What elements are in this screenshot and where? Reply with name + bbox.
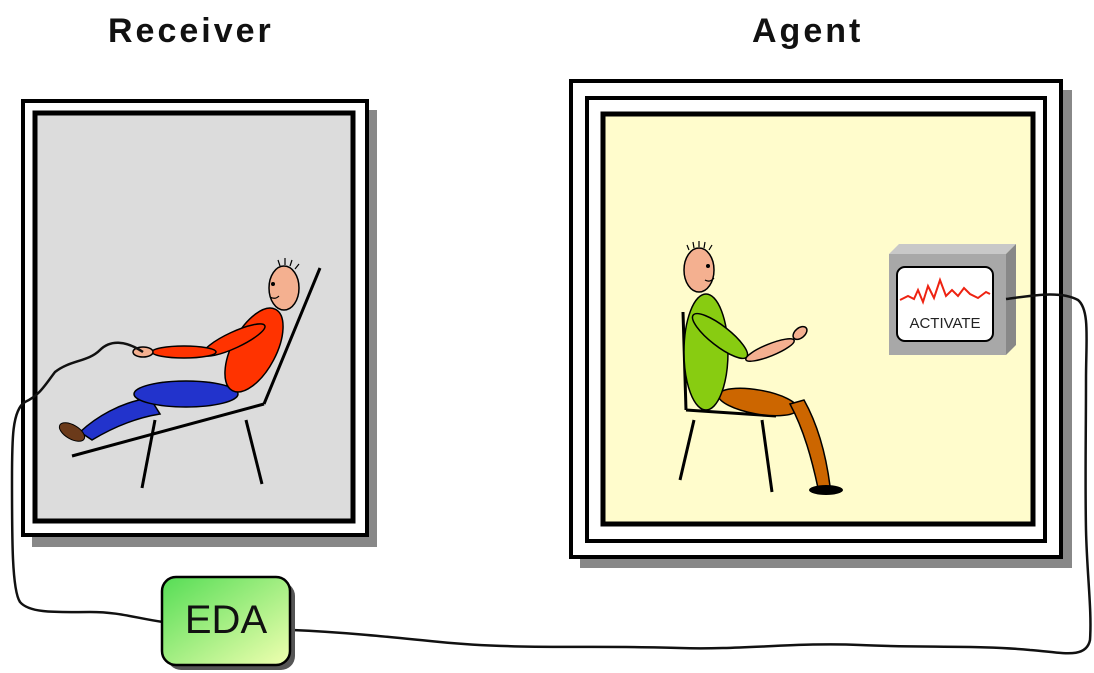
eda-device: EDA (162, 577, 295, 670)
receiver-thigh (134, 381, 238, 407)
agent-torso (684, 294, 728, 410)
activate-monitor: ACTIVATE (889, 244, 1016, 355)
receiver-room (23, 101, 377, 547)
eda-label: EDA (185, 598, 268, 642)
agent-foot (809, 485, 843, 495)
receiver-forearm (152, 346, 216, 358)
receiver-eye (271, 282, 275, 286)
monitor-label: ACTIVATE (909, 315, 980, 332)
agent-eye (706, 264, 710, 268)
monitor-top (889, 244, 1016, 254)
agent-head (684, 248, 714, 292)
receiver-head (269, 266, 299, 310)
receiver-room-inner (35, 113, 353, 521)
